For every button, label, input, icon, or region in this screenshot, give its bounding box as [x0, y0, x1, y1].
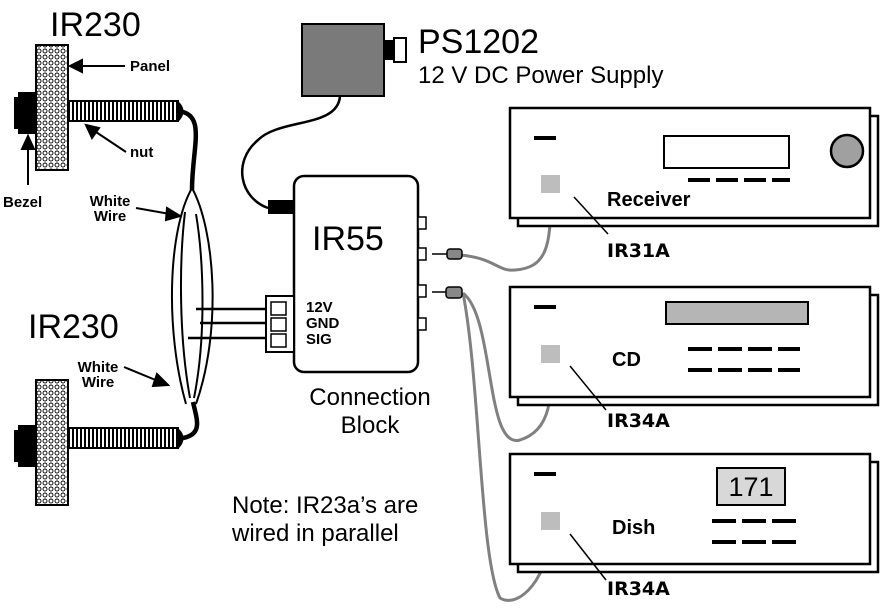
dish-display: [716, 467, 786, 506]
dish-emitter: [541, 512, 560, 530]
top-ir230-sensor: [14, 44, 184, 171]
dish-display-value: 171: [728, 472, 774, 502]
cd-display: [665, 301, 809, 325]
ir34a-cd-label: IR34A: [607, 410, 670, 432]
receiver-device: [508, 106, 880, 235]
ir34a-dish-label: IR34A: [607, 578, 670, 600]
ir55-label: IR55: [312, 220, 384, 258]
ps1202-label: PS1202: [418, 23, 539, 61]
bottom-panel: [35, 379, 69, 506]
bottom-ir230-sensor: [14, 379, 184, 506]
connection-block-caption: Connection Block: [309, 384, 431, 439]
ir31a-label: IR31A: [607, 240, 670, 262]
top-bezel: [18, 92, 36, 134]
white-wire-top-label: White Wire: [89, 193, 131, 225]
receiver-label: Receiver: [607, 189, 691, 211]
ps1202-description: 12 V DC Power Supply: [418, 62, 664, 89]
emitter-plugs: [432, 248, 463, 299]
bezel-label: Bezel: [3, 194, 43, 211]
cd-emitter: [541, 345, 560, 363]
terminal-gnd-label: GND: [306, 315, 340, 332]
parallel-wiring-note: Note: IR23a’s are wired in parallel: [232, 492, 419, 547]
terminal-sig-label: SIG: [306, 331, 332, 348]
receiver-display: [663, 135, 790, 169]
top-ir230-label: IR230: [50, 6, 141, 44]
receiver-emitter: [541, 175, 560, 193]
ir55-connection-block: [265, 174, 427, 374]
dish-label: Dish: [612, 517, 656, 539]
annotation-arrows: [20, 58, 183, 388]
cd-label: CD: [612, 349, 641, 371]
cd-device: [508, 285, 880, 411]
white-wire-bottom-label: White Wire: [77, 359, 119, 391]
panel-label: Panel: [130, 58, 171, 75]
terminal-12v-label: 12V: [306, 299, 333, 316]
sensor-wiring: [170, 109, 268, 441]
receiver-knob: [829, 133, 865, 169]
dish-device: [508, 452, 880, 581]
bottom-ir230-label: IR230: [28, 308, 119, 346]
bottom-bezel: [18, 425, 36, 467]
nut-label: nut: [130, 144, 154, 161]
ps1202-power-supply: [241, 23, 407, 214]
